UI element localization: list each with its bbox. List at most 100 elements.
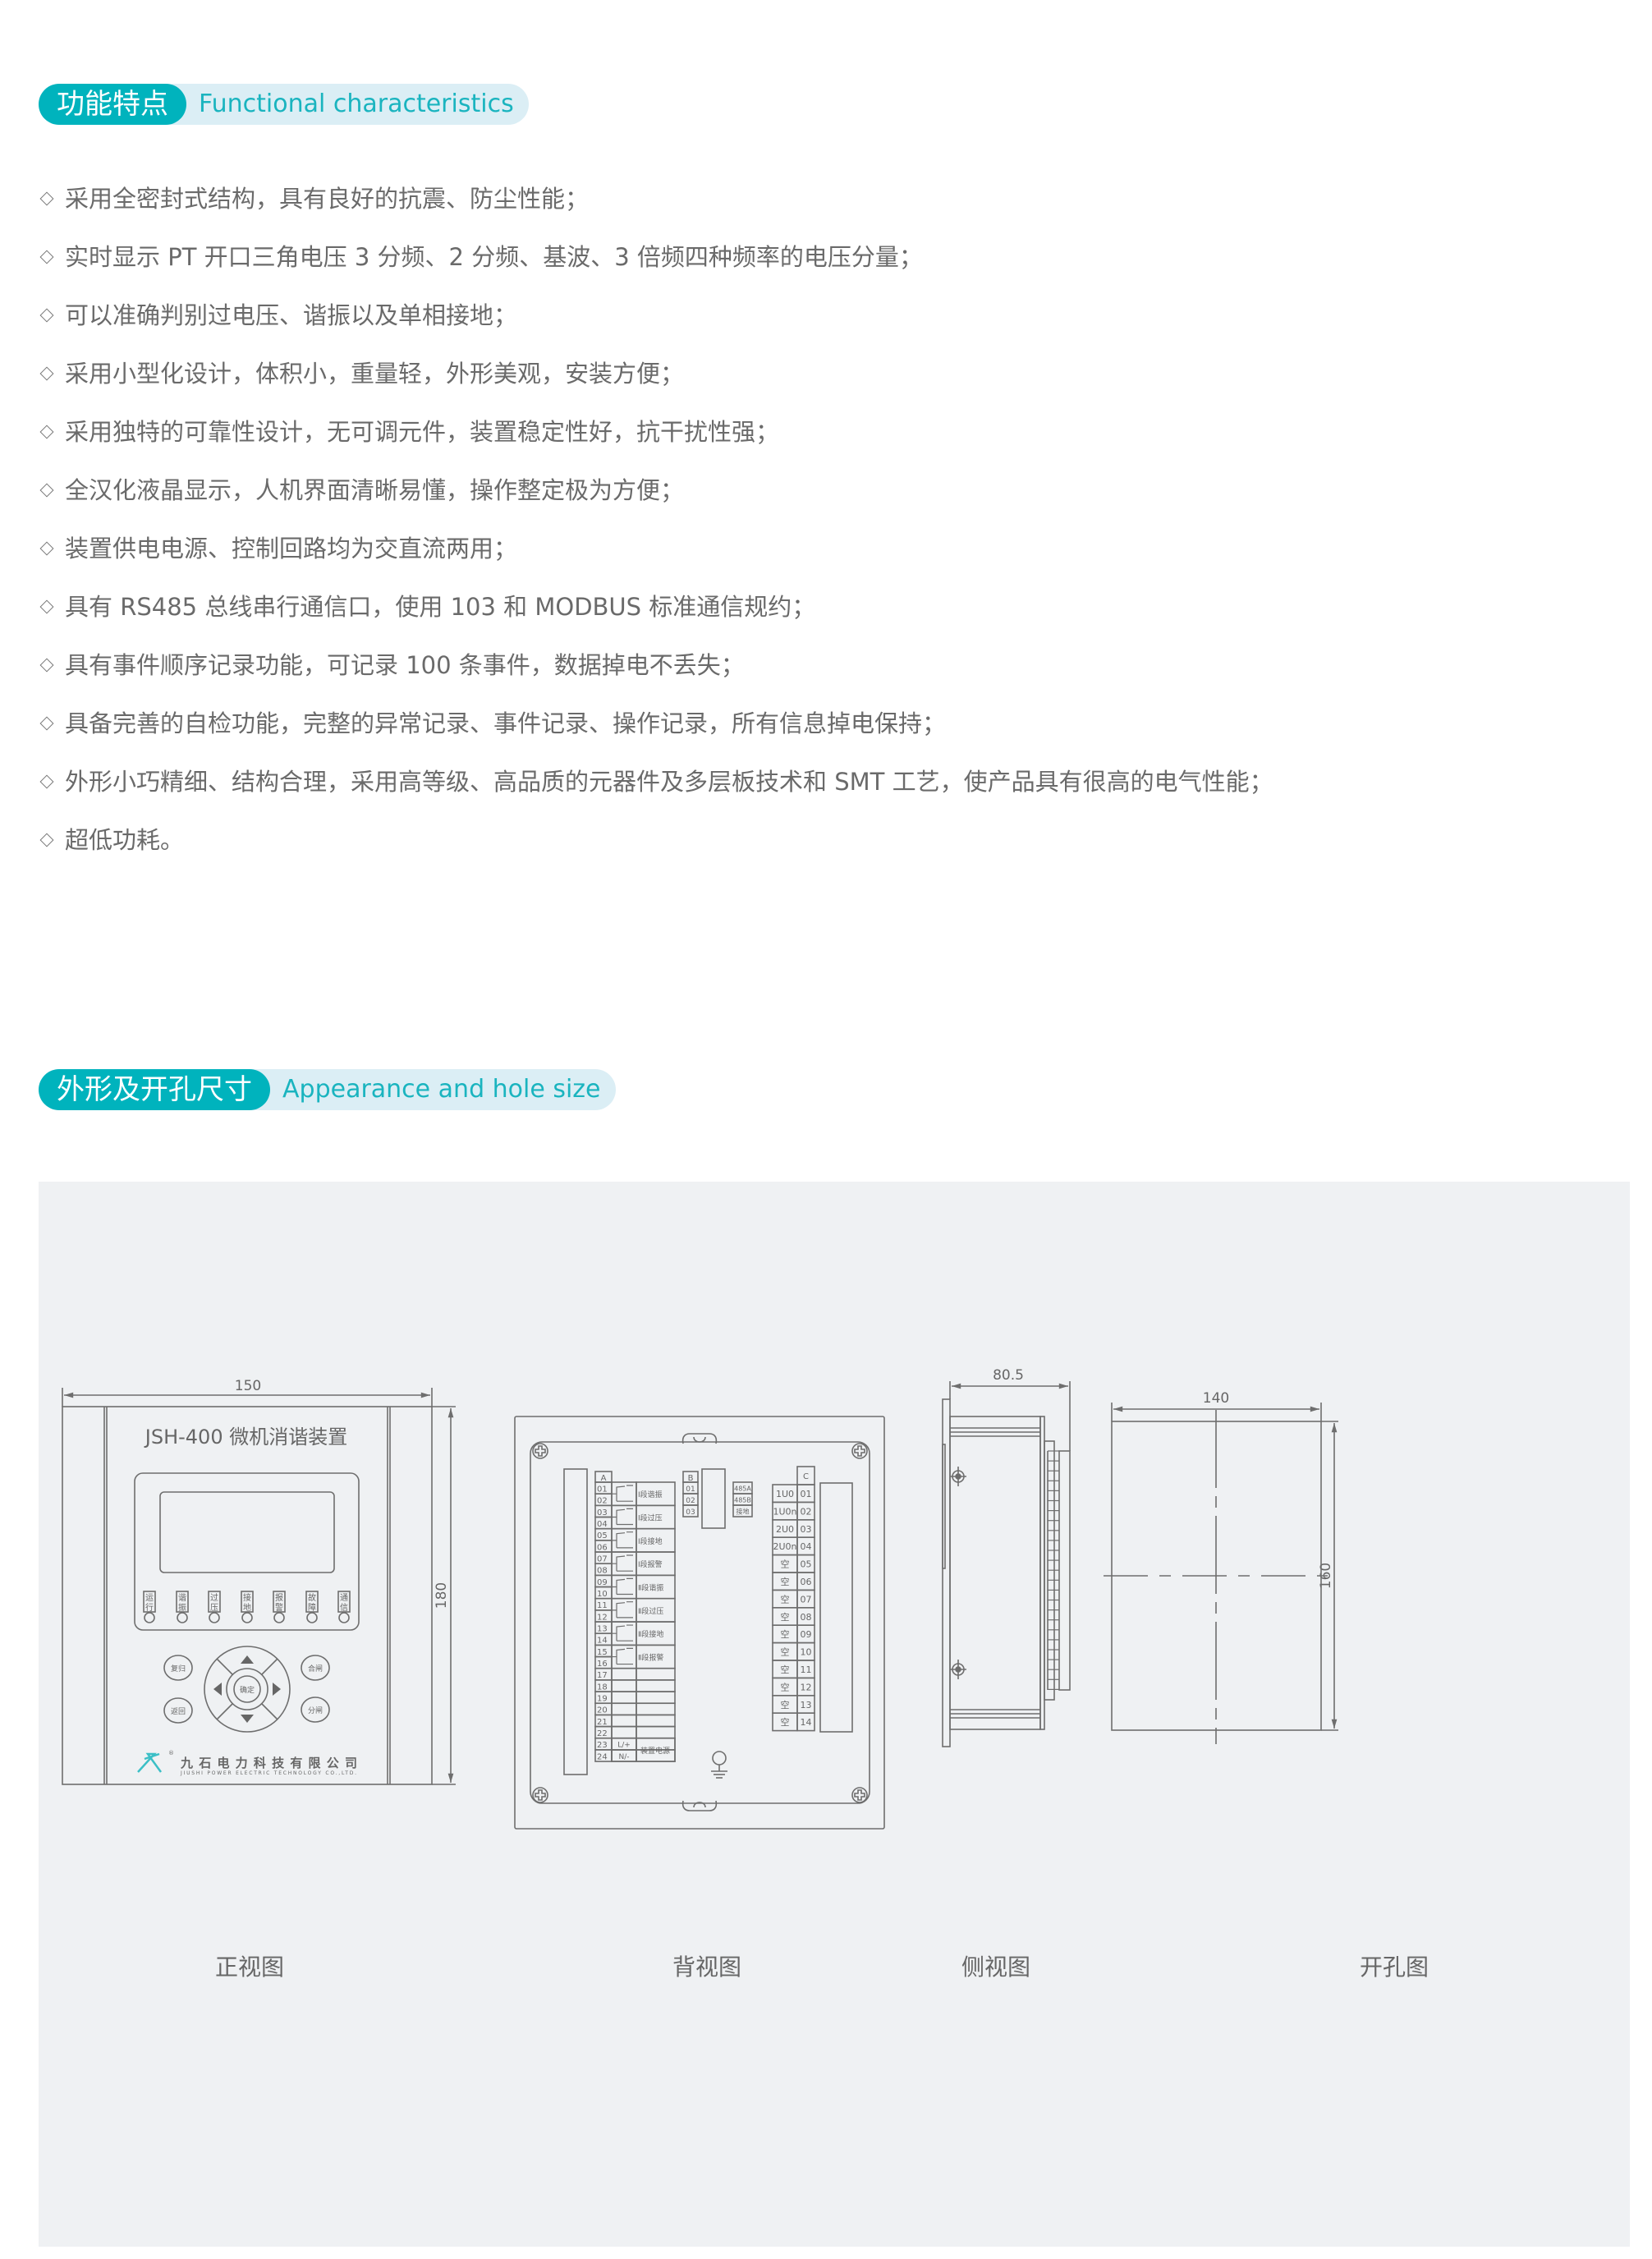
relay-label: Ⅰ段过压 — [638, 1513, 663, 1523]
terminal-number: 17 — [597, 1671, 608, 1680]
mount-clip-top — [681, 1433, 718, 1444]
back-view-caption: 背视图 — [672, 1954, 741, 1981]
terminal-number: 01 — [801, 1489, 812, 1499]
device-title: JSH-400 微机消谐装置 — [144, 1426, 347, 1449]
terminal-signal-label: 空 — [781, 1681, 790, 1692]
terminal-block-a: A010203040506070809101112131415161718192… — [594, 1471, 676, 1762]
led-indicator: 运行 — [143, 1591, 156, 1623]
width-dim-label: 150 — [235, 1378, 261, 1394]
feature-item: 实时显示 PT 开口三角电压 3 分频、2 分频、基波、3 倍频四种频率的电压分… — [39, 227, 1273, 286]
height-dim-label: 180 — [434, 1582, 450, 1609]
screw-icon — [851, 1443, 868, 1459]
feature-item: 全汉化液晶显示，人机界面清晰易懂，操作整定极为方便； — [39, 461, 1273, 519]
reset-button[interactable] — [163, 1655, 193, 1681]
close-button[interactable] — [301, 1655, 330, 1681]
led-label: 运 — [145, 1593, 154, 1603]
terminal-signal-label: 空 — [781, 1576, 790, 1587]
led-label: 振 — [178, 1602, 186, 1613]
mount-clip-bottom — [681, 1800, 718, 1811]
terminal-signal-label: 空 — [781, 1699, 790, 1710]
front-plate — [942, 1398, 951, 1747]
up-arrow-icon[interactable] — [241, 1655, 254, 1664]
terminal-number: 07 — [801, 1594, 812, 1605]
relay-label: Ⅰ段报警 — [638, 1559, 663, 1569]
relay-contact-icon — [602, 1554, 633, 1572]
power-terminal-label: N/- — [618, 1753, 629, 1761]
led-indicator: 通信 — [337, 1591, 351, 1623]
relay-contact-icon — [602, 1624, 633, 1641]
feature-text: 采用小型化设计，体积小，重量轻，外形美观，安装方便； — [65, 359, 685, 388]
led-label: 通 — [340, 1593, 348, 1603]
led-label: 压 — [210, 1603, 218, 1613]
feature-text: 装置供电电源、控制回路均为交直流两用； — [65, 534, 518, 562]
comm-label: 485A — [734, 1485, 751, 1493]
terminal-header: B — [688, 1474, 694, 1483]
feature-text: 实时显示 PT 开口三角电压 3 分频、2 分频、基波、3 倍频四种频率的电压分… — [65, 242, 923, 271]
terminal-number: 01 — [686, 1485, 695, 1494]
feature-list: 采用全密封式结构，具有良好的抗震、防尘性能； 实时显示 PT 开口三角电压 3 分… — [39, 169, 1273, 869]
terminal-signal-label: 空 — [781, 1646, 790, 1658]
section-title-en: Appearance and hole size — [250, 1069, 616, 1110]
terminal-number: 13 — [597, 1625, 608, 1634]
feature-text: 采用全密封式结构，具有良好的抗震、防尘性能； — [65, 184, 590, 213]
cutout-view: 140 160 开孔图 — [1104, 1390, 1429, 1981]
led-label: 接 — [243, 1592, 251, 1603]
keypad: 复归 返回 合闸 分闸 确定 — [163, 1646, 330, 1733]
led-light — [273, 1612, 285, 1623]
feature-item: 采用全密封式结构，具有良好的抗震、防尘性能； — [39, 169, 1273, 227]
close-button-label: 合闸 — [308, 1664, 323, 1674]
led-light — [306, 1612, 318, 1623]
terminal-number: 06 — [801, 1577, 812, 1587]
screw-icon — [532, 1443, 548, 1459]
logo-text-en: JIUSHI POWER ELECTRIC TECHNOLOGY CO.,LTD… — [180, 1770, 356, 1776]
power-terminal-label: L/+ — [617, 1742, 631, 1750]
confirm-button[interactable] — [233, 1675, 261, 1703]
down-arrow-icon[interactable] — [241, 1715, 254, 1723]
right-arrow-icon[interactable] — [273, 1683, 281, 1696]
open-button[interactable] — [301, 1697, 330, 1723]
led-label: 地 — [243, 1602, 251, 1613]
feature-item: 具有 RS485 总线串行通信口，使用 103 和 MODBUS 标准通信规约； — [39, 577, 1273, 636]
terminal-number: 23 — [597, 1741, 608, 1750]
feature-item: 外形小巧精细、结构合理，采用高等级、高品质的元器件及多层板技术和 SMT 工艺，… — [39, 752, 1273, 810]
relay-contact-icon — [602, 1485, 633, 1502]
terminal-number: 08 — [597, 1567, 608, 1576]
terminal-number: 18 — [597, 1683, 608, 1692]
led-indicator: 过压 — [208, 1591, 221, 1623]
terminal-number: 14 — [597, 1637, 608, 1646]
terminal-signal-label: 2U0n — [773, 1541, 796, 1552]
relay-contact-icon — [602, 1531, 633, 1549]
left-arrow-icon[interactable] — [213, 1683, 222, 1696]
mounting-hole-icon — [950, 1660, 966, 1679]
terminal-number: 06 — [597, 1543, 608, 1552]
relay-contact-icon — [602, 1508, 633, 1526]
side-view: 80.5 侧视图 — [942, 1367, 1071, 1981]
relay-label: Ⅱ段接地 — [638, 1629, 663, 1639]
terminal-number: 05 — [801, 1559, 812, 1570]
back-button[interactable] — [163, 1697, 193, 1724]
feature-item: 超低功耗。 — [39, 810, 1273, 869]
back-panel-outline — [514, 1416, 885, 1830]
terminal-number: 03 — [686, 1508, 695, 1517]
led-light — [338, 1612, 350, 1623]
housing — [949, 1416, 1041, 1730]
led-label: 警 — [275, 1602, 283, 1613]
feature-item: 具备完善的自检功能，完整的异常记录、事件记录、操作记录，所有信息掉电保持； — [39, 694, 1273, 752]
logo-text-zh: 九石电力科技有限公司 — [180, 1756, 357, 1770]
comm-label: 接地 — [737, 1508, 750, 1516]
back-button-label: 返回 — [171, 1706, 186, 1716]
led-indicator: 故障 — [305, 1591, 319, 1623]
led-label: 谐 — [178, 1593, 186, 1603]
feature-text: 具有 RS485 总线串行通信口，使用 103 和 MODBUS 标准通信规约； — [65, 592, 816, 621]
led-light — [241, 1612, 253, 1623]
terminal-number: 04 — [801, 1541, 812, 1552]
terminal-signal-label: 空 — [781, 1611, 790, 1623]
feature-text: 可以准确判别过电压、谐振以及单相接地； — [65, 301, 518, 329]
terminal-signal-label: 2U0 — [776, 1524, 794, 1535]
terminal-number: 01 — [597, 1485, 608, 1495]
terminal-number: 16 — [597, 1660, 608, 1669]
power-label: 装置电源 — [640, 1746, 670, 1756]
terminal-number: 14 — [801, 1717, 812, 1728]
